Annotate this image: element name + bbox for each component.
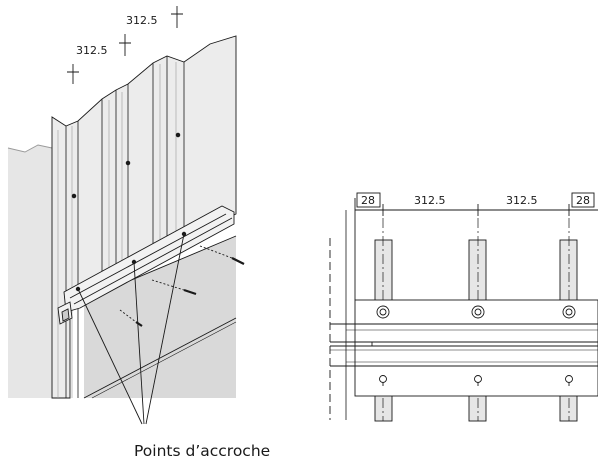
wall-panel <box>8 145 52 398</box>
dim-box-right <box>571 192 595 208</box>
board-shading <box>57 62 177 398</box>
board-hole <box>125 160 131 166</box>
lower-wall <box>84 236 236 398</box>
hanging-points-label: Points d’accroche <box>134 442 270 460</box>
iso-dimension-markers <box>67 6 183 84</box>
board-hole <box>175 132 181 138</box>
rail-edge-2 <box>73 217 233 305</box>
dim-box-left <box>356 192 381 208</box>
lower-wall-seam <box>83 317 237 399</box>
wall-edge <box>7 144 53 153</box>
board-fold-lines <box>65 56 185 398</box>
upper-hanging-rings <box>376 305 576 319</box>
dim-edge-right: 28 <box>576 194 590 207</box>
isometric-view: 312.5 312.5 <box>7 6 245 425</box>
rail-step <box>355 341 373 347</box>
board-hole <box>71 193 77 199</box>
dim-span-2: 312.5 <box>506 194 538 207</box>
iso-dim-label-mid: 312.5 <box>76 44 108 57</box>
rail-end-cap-2 <box>61 308 70 322</box>
iso-dim-label-top: 312.5 <box>126 14 158 27</box>
rail-edge-1 <box>69 213 227 299</box>
lower-keyholes <box>379 375 573 386</box>
screws <box>119 245 245 327</box>
dim-span-1: 312.5 <box>414 194 446 207</box>
lower-wall-seam-2 <box>91 321 237 399</box>
callout-leaders <box>77 233 185 425</box>
elevation-view <box>329 192 598 422</box>
dim-edge-left: 28 <box>361 194 375 207</box>
